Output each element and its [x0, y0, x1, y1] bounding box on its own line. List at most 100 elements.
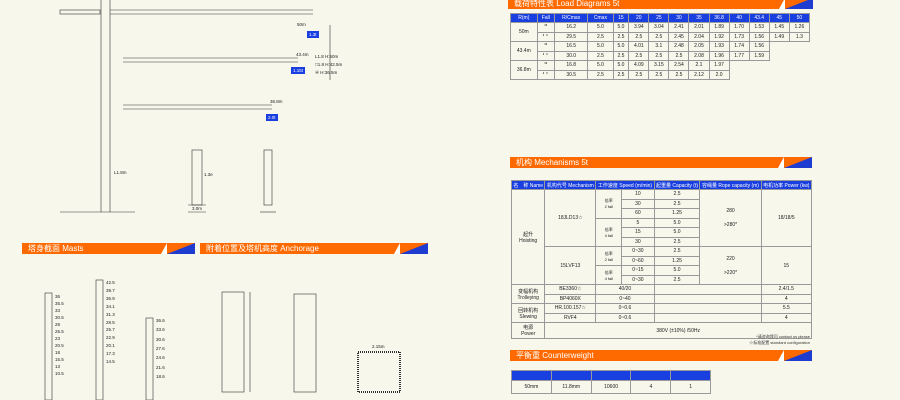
- column-header: Cmax: [587, 13, 614, 23]
- fall-cn: 倍率: [604, 269, 613, 275]
- fall-cn: 倍率: [604, 198, 613, 204]
- rope-opt: >280*: [723, 222, 738, 228]
- base-width: 3.0m: [192, 206, 203, 211]
- mast-height-label: 34.1: [106, 303, 115, 309]
- column-header: Fall: [536, 13, 556, 23]
- mast-height-label: 28: [55, 322, 61, 327]
- fall-cn: 倍率: [604, 226, 613, 232]
- mast-height-label: 33.6: [156, 327, 165, 333]
- mast-height-label: 36: [55, 294, 61, 299]
- anchorage-banner: 附着位置及塔机高度 Anchorage: [200, 243, 428, 254]
- table-cell: 2.5: [587, 69, 614, 80]
- mast-height-label: 10.5: [55, 371, 64, 376]
- fall-en: 4 fall: [604, 275, 614, 281]
- mast-height-label: 28.5: [106, 319, 115, 325]
- rope-opt: >220*: [723, 269, 738, 276]
- two-fall-icon: ⠃⠃: [536, 69, 556, 80]
- mast-height-label: 24.6: [156, 355, 165, 361]
- name-en: Hoisting: [519, 237, 538, 244]
- mast-height-label: 36.6: [156, 318, 165, 323]
- name-cn: 起升: [523, 231, 534, 238]
- rope-std: 280: [726, 208, 735, 214]
- jib-length-36: 36.8m: [270, 99, 283, 104]
- mast-height-label: 39.7: [106, 287, 115, 293]
- power-supply-value: 380V (±10%) /50Hz: [544, 322, 812, 339]
- height-36: ④ H:36.5m: [315, 70, 338, 75]
- tip-load-50: 1.3t: [307, 31, 319, 38]
- masts-title: 塔身截面 Masts: [28, 244, 84, 253]
- jib-length-50: 50m: [297, 22, 306, 27]
- mast-height-label: 33: [55, 308, 61, 313]
- fall-en: 4 fall: [604, 232, 614, 238]
- mechanism-code: 15LVF13: [544, 246, 597, 285]
- notes: *请咨询我司 contact us please ☆标准配置 standard …: [700, 334, 810, 346]
- name-en: Slewing: [519, 313, 537, 320]
- load-diagrams-title: 载荷特性表 Load Diagrams 5t: [514, 0, 620, 8]
- rope-std: 220: [726, 255, 735, 262]
- mast-height-label: 21.6: [156, 364, 165, 370]
- mast-height-label: 30.5: [55, 315, 64, 320]
- table-cell: 11.8mm: [550, 380, 592, 394]
- mechanism-code: 18JLD13☆: [544, 189, 597, 247]
- base-label: L1.8m: [114, 170, 127, 175]
- counterweight-title: 平衡重 Counterweight: [516, 351, 594, 360]
- table-cell: 1.59: [748, 50, 770, 61]
- column-header: 50: [788, 13, 811, 23]
- mechanisms-title: 机构 Mechanisms 5t: [516, 158, 589, 167]
- tower-mast: [100, 0, 111, 212]
- mast-height-label: 27.6: [156, 345, 165, 351]
- table-cell: 4: [630, 380, 672, 394]
- mast-height-label: 20.5: [55, 343, 64, 348]
- tip-load-36: 2.0t: [266, 114, 278, 121]
- anchorage-title: 附着位置及塔机高度 Anchorage: [206, 244, 319, 253]
- tip-load-43: 1.15t: [291, 67, 306, 74]
- name-cn: 变幅机构: [518, 288, 539, 295]
- mechanisms-banner: 机构 Mechanisms 5t: [510, 157, 812, 168]
- masts-banner: 塔身截面 Masts: [22, 243, 195, 254]
- mast-section-label: 1.3e: [204, 172, 213, 177]
- mast-height-label: 25.7: [106, 327, 115, 333]
- fall-en: 2 fall: [604, 256, 614, 262]
- anchor-width: 2.15m: [372, 344, 385, 349]
- note-contact: *请咨询我司 contact us please: [756, 334, 810, 339]
- counterweight-banner: 平衡重 Counterweight: [510, 350, 812, 361]
- power: 15: [760, 246, 813, 285]
- table-cell: 1.3: [788, 31, 811, 42]
- mast-height-label: 25.5: [55, 329, 64, 334]
- height-50: L1.8 H:50m: [315, 54, 339, 59]
- mast-height-label: 18: [55, 350, 61, 355]
- table-header: [511, 370, 711, 381]
- mast-height-label: 14.5: [106, 359, 115, 364]
- jib-length-43: 43.4m: [296, 52, 309, 57]
- mast-height-label: 30.6: [156, 336, 165, 342]
- column-header: 工作速度 Speed (m/min): [595, 180, 655, 190]
- mast-height-label: 31.3: [106, 311, 115, 317]
- mast-height-label: 20.1: [106, 343, 115, 349]
- height-43: □1.8 H:42.5m: [315, 62, 343, 67]
- mast-height-label: 18.6: [156, 373, 165, 379]
- mast-height-label: 36.9: [106, 295, 115, 301]
- note-standard: ☆标准配置 standard configuration: [749, 340, 810, 345]
- mast-height-label: 17.3: [106, 351, 115, 357]
- jibs: [44, 9, 401, 400]
- fall-cn: 倍率: [604, 250, 613, 256]
- load-diagrams-banner: 载荷特性表 Load Diagrams 5t: [508, 0, 813, 9]
- name-cn: 回转机构: [518, 307, 539, 314]
- table-cell: 50mm: [511, 380, 552, 394]
